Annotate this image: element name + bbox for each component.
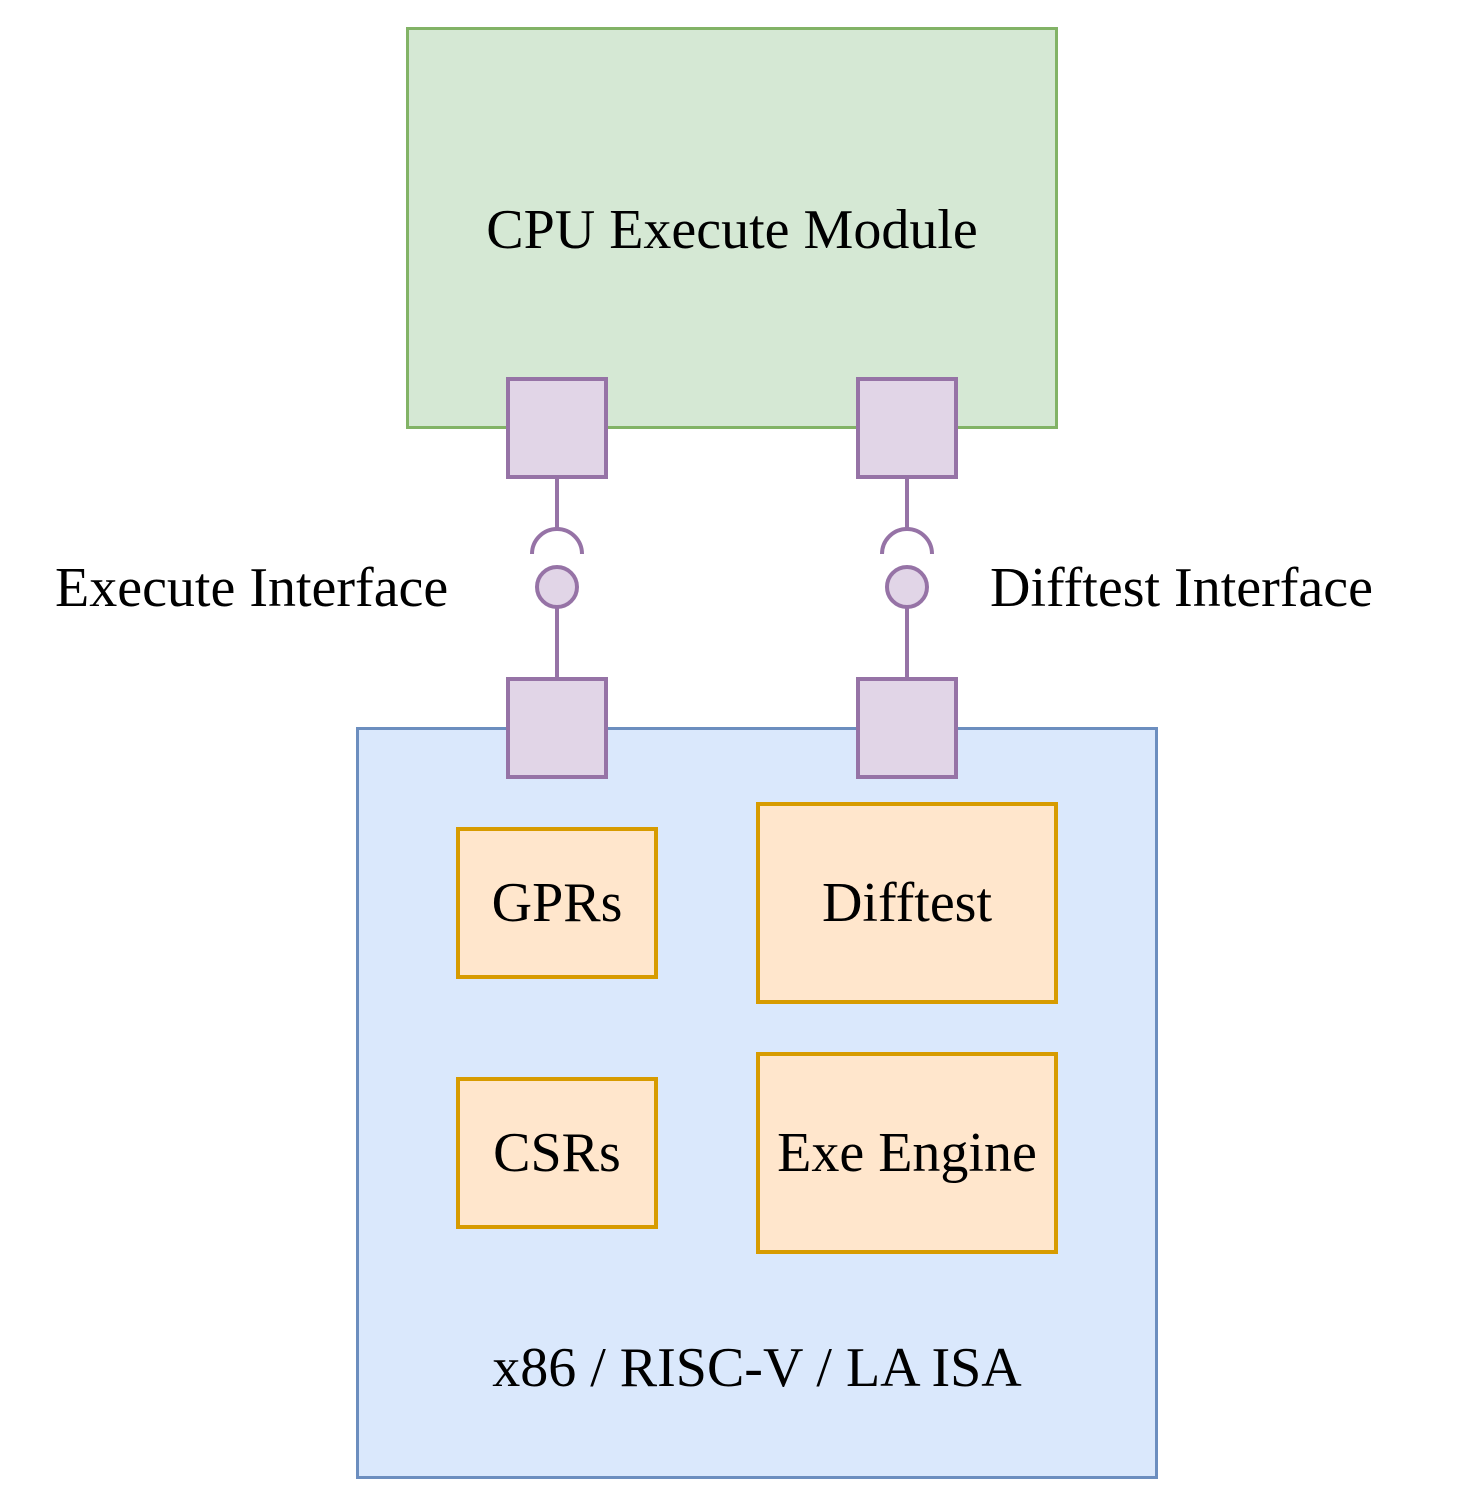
execute-ball-icon: [535, 565, 579, 609]
cpu-execute-port: [506, 377, 608, 479]
difftest-label: Difftest: [821, 872, 993, 934]
exe-engine-component: Exe Engine: [756, 1052, 1058, 1254]
execute-socket-icon: [530, 527, 584, 555]
csrs-component: CSRs: [456, 1077, 658, 1229]
csrs-label: CSRs: [493, 1122, 621, 1184]
cpu-execute-module: CPU Execute Module: [406, 27, 1058, 429]
cpu-module-title: CPU Execute Module: [486, 199, 978, 261]
cpu-difftest-port: [856, 377, 958, 479]
execute-interface-label: Execute Interface: [55, 557, 449, 619]
difftest-interface-connector: [880, 478, 934, 677]
isa-execute-port: [506, 677, 608, 779]
isa-difftest-port: [856, 677, 958, 779]
isa-module-title: x86 / RISC-V / LA ISA: [492, 1337, 1022, 1399]
gprs-label: GPRs: [491, 872, 623, 934]
gprs-component: GPRs: [456, 827, 658, 979]
exe-engine-label: Exe Engine: [777, 1122, 1037, 1184]
difftest-socket-icon: [880, 527, 934, 555]
difftest-interface-label: Difftest Interface: [990, 557, 1373, 619]
execute-interface-connector: [530, 478, 584, 677]
difftest-component: Difftest: [756, 802, 1058, 1004]
difftest-ball-icon: [885, 565, 929, 609]
